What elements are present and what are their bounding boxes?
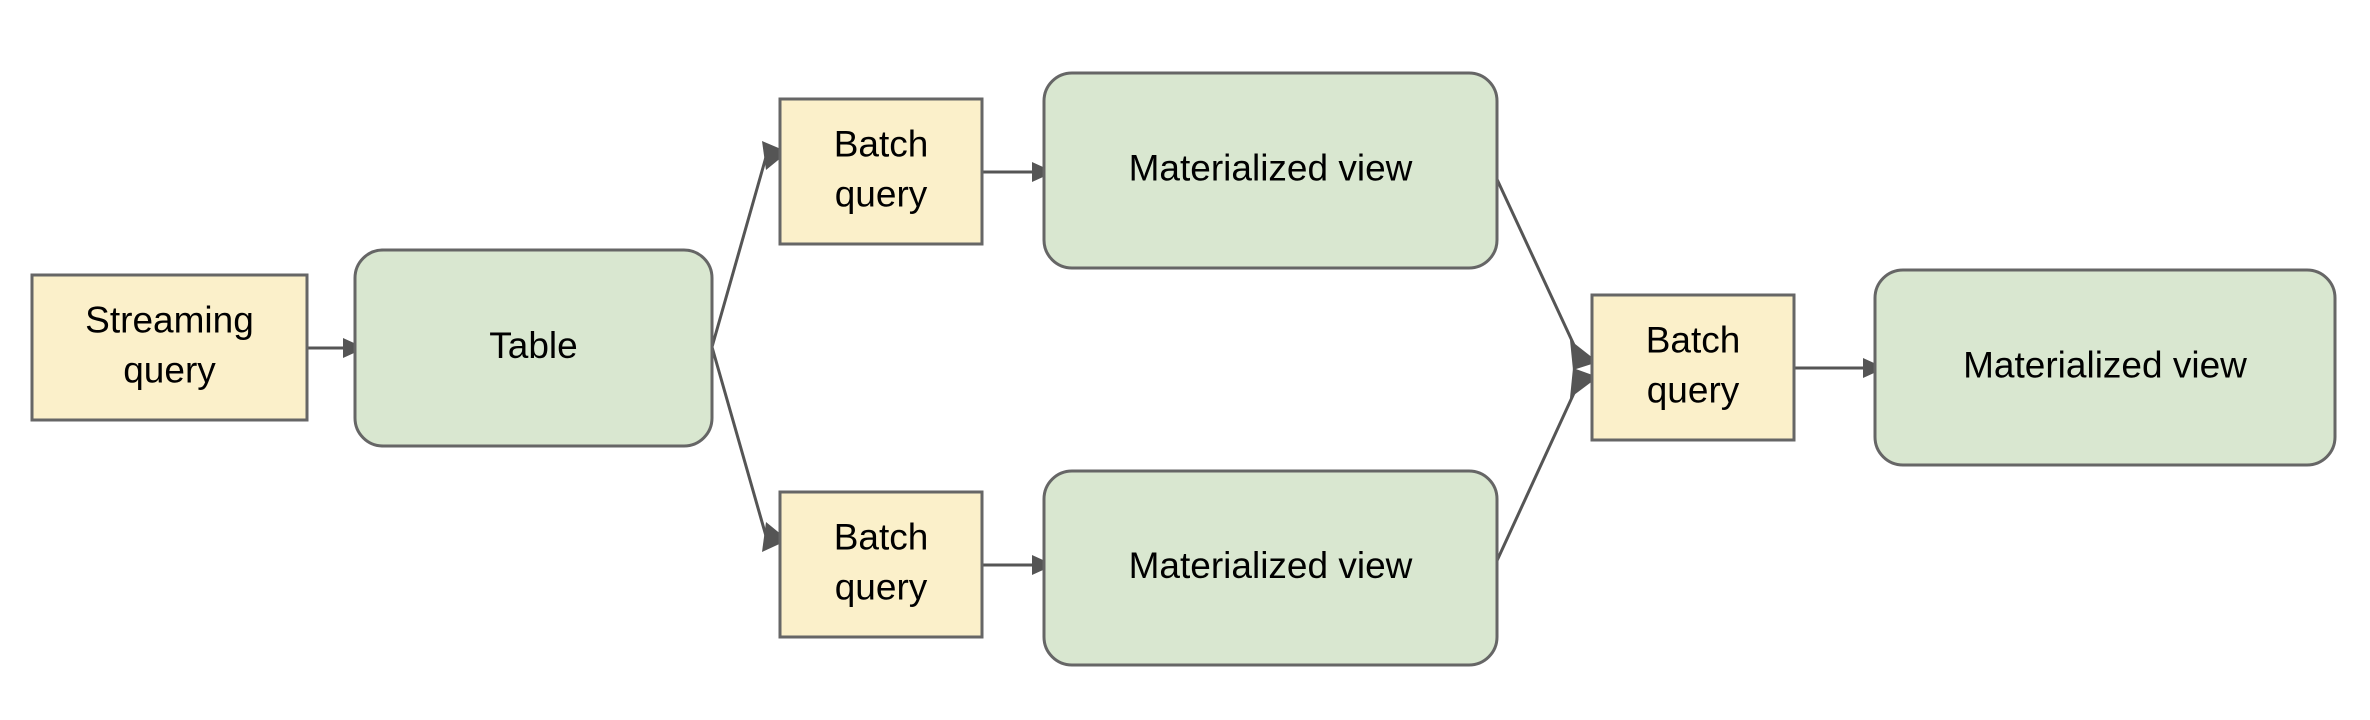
edge-materialized-view-bottom-to-batch-query-merge: [1493, 379, 1582, 566]
node-materialized-view-final[interactable]: Materialized view: [1873, 268, 2337, 467]
node-materialized-view-bottom[interactable]: Materialized view: [1042, 469, 1499, 667]
batch-query-bottom-label-line1: Batch: [834, 516, 929, 557]
batch-query-top-label-line2: query: [835, 173, 928, 214]
node-batch-query-bottom[interactable]: Batch query: [778, 490, 984, 639]
batch-query-merge-box[interactable]: [1590, 293, 1796, 442]
node-materialized-view-top[interactable]: Materialized view: [1042, 71, 1499, 270]
table-label-line1: Table: [489, 325, 577, 366]
materialized-view-bottom-label-line1: Materialized view: [1129, 545, 1413, 586]
streaming-query-label-line2: query: [123, 349, 216, 390]
batch-query-bottom-box[interactable]: [778, 490, 984, 639]
materialized-view-top-box[interactable]: [1042, 71, 1499, 270]
edge-table-to-batch-query-top: [710, 156, 768, 348]
batch-query-bottom-label-line2: query: [835, 566, 928, 607]
node-streaming-query[interactable]: Streaming query: [30, 273, 309, 422]
arrowhead-icon-3: [762, 522, 788, 552]
streaming-query-label-line1: Streaming: [85, 299, 254, 340]
edge-table-to-batch-query-bottom: [710, 346, 768, 537]
materialized-view-top-label-line1: Materialized view: [1129, 147, 1413, 188]
edge-materialized-view-top-to-batch-query-merge: [1493, 174, 1582, 359]
streaming-query-box[interactable]: [30, 273, 309, 422]
batch-query-merge-label-line1: Batch: [1646, 319, 1741, 360]
materialized-view-final-label-line1: Materialized view: [1963, 344, 2247, 385]
node-table[interactable]: Table: [353, 248, 714, 448]
batch-query-top-label-line1: Batch: [834, 123, 929, 164]
batch-query-top-box[interactable]: [778, 97, 984, 246]
node-batch-query-top[interactable]: Batch query: [778, 97, 984, 246]
materialized-view-final-box[interactable]: [1873, 268, 2337, 467]
edge-layer: [307, 156, 1863, 567]
materialized-view-bottom-box[interactable]: [1042, 469, 1499, 667]
batch-query-merge-label-line2: query: [1647, 369, 1740, 410]
table-box[interactable]: [353, 248, 714, 448]
node-batch-query-merge[interactable]: Batch query: [1590, 293, 1796, 442]
arrowhead-icon-2: [762, 141, 788, 170]
